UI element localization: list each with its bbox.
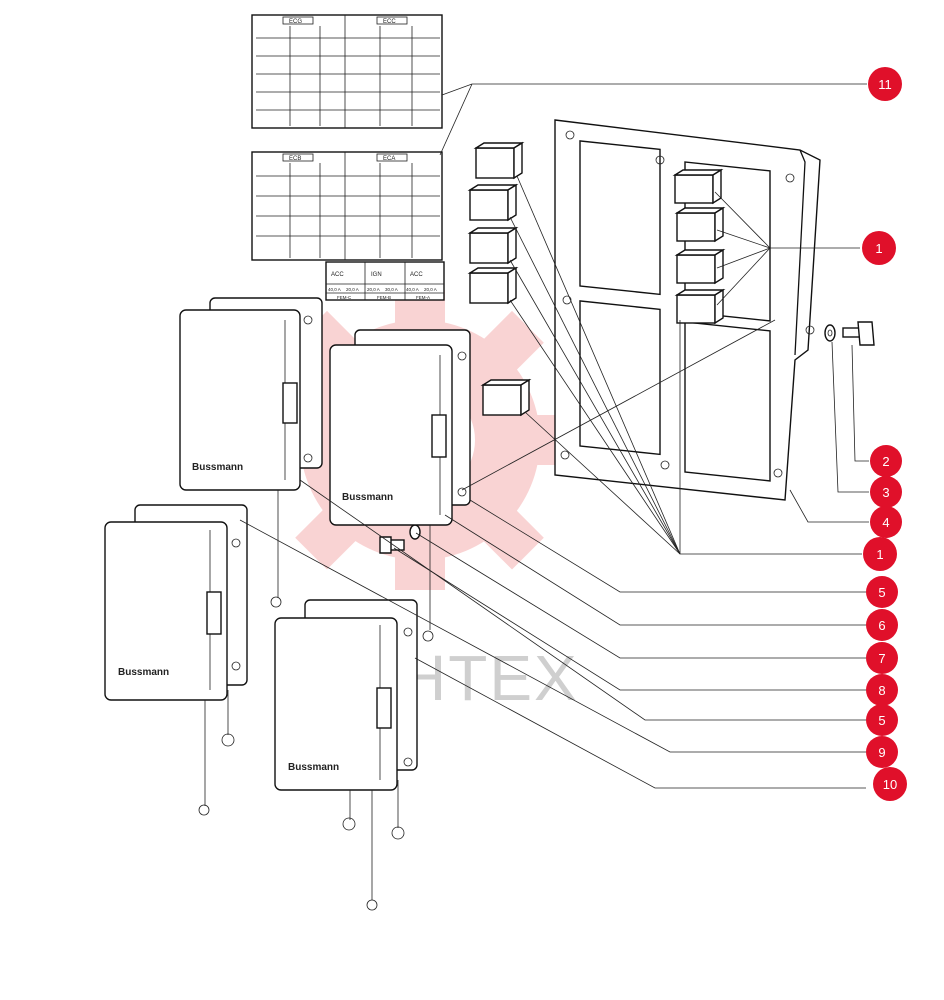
- bolt: [842, 321, 875, 346]
- svg-text:1: 1: [875, 241, 882, 256]
- callout-11: 11: [868, 67, 902, 101]
- svg-text:7: 7: [878, 651, 885, 666]
- callout-8: 8: [866, 674, 898, 706]
- leader-lines: [239, 83, 869, 789]
- fuse-amps-left-3: 40,0 A: [406, 287, 419, 292]
- panel-title-eca: ECA: [383, 156, 395, 162]
- fuse-box-2: Bussmann: [329, 329, 471, 642]
- svg-text:4: 4: [882, 515, 889, 530]
- fuse-amps-right-1: 20,0 A: [346, 287, 359, 292]
- brand-label: Bussmann: [288, 762, 339, 773]
- label-panel-top: ECG ECC: [251, 14, 443, 129]
- fuse-amps-right-2: 30,0 A: [385, 287, 398, 292]
- callout-4: 4: [870, 506, 902, 538]
- fuse-amps-right-3: 20,0 A: [424, 287, 437, 292]
- relay: [674, 206, 726, 243]
- relay: [467, 266, 519, 305]
- fuse-amps-left-2: 20,0 A: [367, 287, 380, 292]
- fuse-box-4: Bussmann: [274, 599, 418, 911]
- svg-text:6: 6: [878, 618, 885, 633]
- fuse-label-1: ACC: [331, 272, 344, 278]
- panel-title-ecc: ECC: [383, 19, 396, 25]
- washer: [824, 324, 836, 342]
- brand-label: Bussmann: [192, 462, 243, 473]
- fuse-code-1: FEM-C: [337, 295, 352, 300]
- relay: [674, 288, 726, 325]
- relay: [672, 168, 724, 205]
- fuse-label-3: ACC: [410, 272, 423, 278]
- fuse-code-2: FEM-B: [377, 295, 391, 300]
- fuse-amps-left-1: 40,0 A: [328, 287, 341, 292]
- svg-text:9: 9: [878, 745, 885, 760]
- fuse-rating-table: ACC 40,0 A 20,0 A FEM-C IGN 20,0 A 30,0 …: [325, 261, 445, 301]
- callout-9: 9: [866, 736, 898, 768]
- small-bolt: [379, 536, 405, 554]
- svg-text:3: 3: [882, 485, 889, 500]
- label-panel-bottom: ECB ECA: [251, 151, 443, 261]
- svg-text:8: 8: [878, 683, 885, 698]
- relay: [674, 248, 726, 285]
- svg-text:1: 1: [876, 547, 883, 562]
- panel-title-ecg: ECG: [289, 19, 302, 25]
- relay-group: [467, 141, 726, 417]
- svg-text:10: 10: [883, 777, 897, 792]
- brand-label: Bussmann: [118, 667, 169, 678]
- svg-text:11: 11: [878, 77, 892, 92]
- callout-2: 2: [870, 445, 902, 477]
- fuse-box-3: Bussmann: [104, 504, 248, 816]
- svg-text:5: 5: [878, 585, 885, 600]
- callout-1-bottom: 1: [863, 537, 897, 571]
- relay: [480, 378, 532, 417]
- relay: [473, 141, 525, 180]
- relay: [467, 183, 519, 222]
- callout-7: 7: [866, 642, 898, 674]
- brand-label: Bussmann: [342, 492, 393, 503]
- small-washer: [409, 524, 421, 540]
- callout-10: 10: [873, 767, 907, 801]
- relay: [467, 226, 519, 265]
- fuse-code-3: FEM-A: [416, 295, 430, 300]
- svg-text:5: 5: [878, 713, 885, 728]
- fuse-label-2: IGN: [371, 272, 382, 278]
- panel-title-ecb: ECB: [289, 156, 301, 162]
- svg-text:2: 2: [882, 454, 889, 469]
- callout-6: 6: [866, 609, 898, 641]
- fuse-box-1: Bussmann: [179, 297, 323, 608]
- callout-5-bottom: 5: [866, 704, 898, 736]
- callout-5-top: 5: [866, 576, 898, 608]
- callout-1-top: 1: [862, 231, 896, 265]
- callout-3: 3: [870, 476, 902, 508]
